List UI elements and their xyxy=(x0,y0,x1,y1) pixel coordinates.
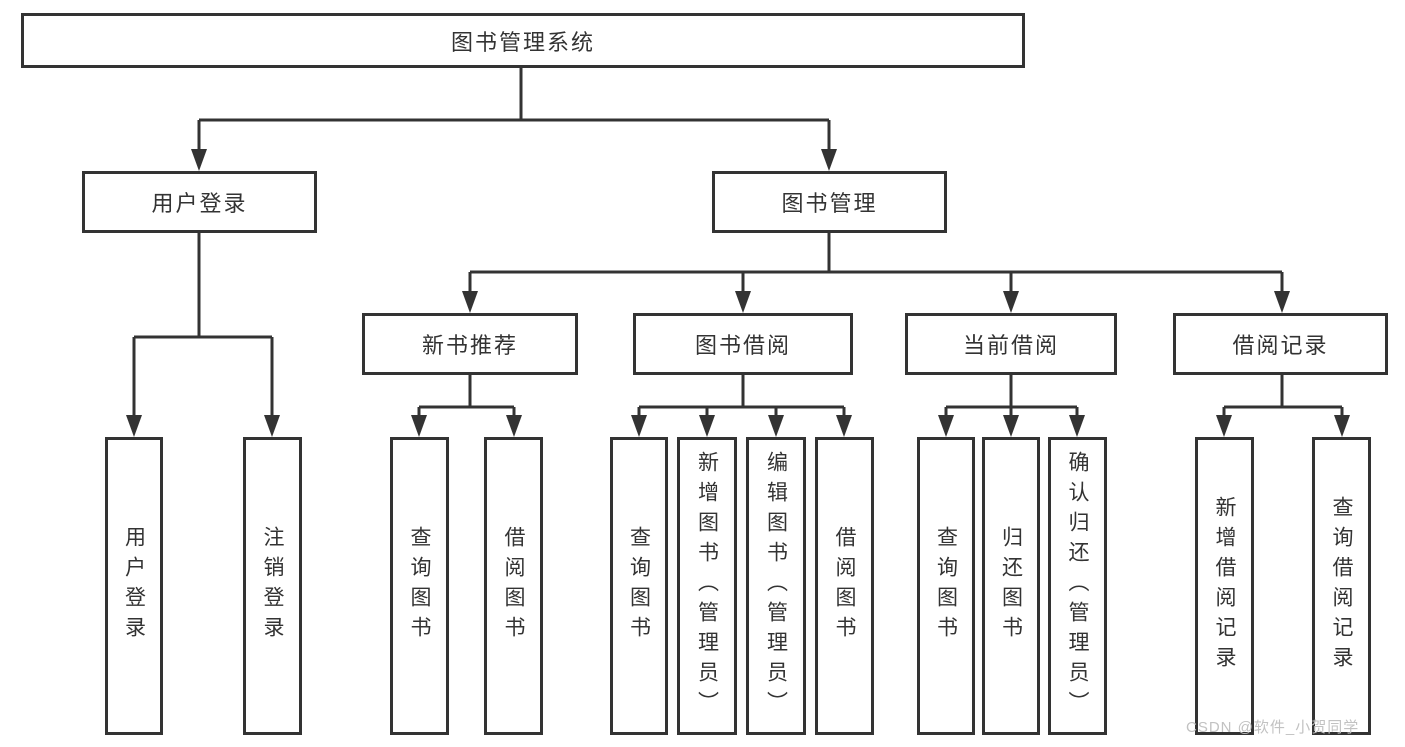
node-label: 查询图书 xyxy=(408,526,431,646)
node-label: 查询图书 xyxy=(627,526,651,646)
node-label: 图书管理系统 xyxy=(450,29,595,55)
node-label: 新增图书（管理员） xyxy=(695,451,719,721)
leaf-edit-books-admin: 编辑图书（管理员） xyxy=(746,437,806,735)
leaf-return-books: 归还图书 xyxy=(982,437,1040,735)
node-book-management: 图书管理 xyxy=(712,171,947,233)
node-book-borrowing: 图书借阅 xyxy=(633,313,853,375)
leaf-add-borrow-record: 新增借阅记录 xyxy=(1195,437,1254,735)
node-borrowing-records: 借阅记录 xyxy=(1173,313,1388,375)
node-label: 注销登录 xyxy=(261,526,284,646)
node-label: 借阅图书 xyxy=(833,526,856,646)
node-label: 图书管理 xyxy=(781,191,878,216)
leaf-confirm-return-admin: 确认归还（管理员） xyxy=(1048,437,1107,735)
node-label: 确认归还（管理员） xyxy=(1066,451,1089,721)
node-label: 借阅图书 xyxy=(502,526,525,646)
node-label: 查询借阅记录 xyxy=(1330,496,1353,676)
csdn-watermark: CSDN @软件_小贺同学 xyxy=(1186,719,1360,736)
leaf-query-borrow-record: 查询借阅记录 xyxy=(1312,437,1371,735)
leaf-newbook-query-books: 查询图书 xyxy=(390,437,449,735)
leaf-user-login: 用户登录 xyxy=(105,437,163,735)
node-label: 新书推荐 xyxy=(421,333,518,358)
leaf-logout: 注销登录 xyxy=(243,437,302,735)
leaf-borrowing-borrow-books: 借阅图书 xyxy=(815,437,874,735)
node-library-system: 图书管理系统 xyxy=(21,13,1025,68)
node-label: 编辑图书（管理员） xyxy=(764,451,788,721)
node-label: 当前借阅 xyxy=(962,333,1059,358)
node-label: 借阅记录 xyxy=(1232,333,1329,358)
node-label: 用户登录 xyxy=(151,191,248,216)
leaf-current-query-books: 查询图书 xyxy=(917,437,975,735)
node-label: 归还图书 xyxy=(999,526,1023,646)
node-new-book-recommend: 新书推荐 xyxy=(362,313,578,375)
node-label: 新增借阅记录 xyxy=(1213,496,1236,676)
node-user-login: 用户登录 xyxy=(82,171,317,233)
leaf-add-books-admin: 新增图书（管理员） xyxy=(677,437,737,735)
node-label: 查询图书 xyxy=(934,526,958,646)
leaf-borrowing-query-books: 查询图书 xyxy=(610,437,668,735)
leaf-newbook-borrow-books: 借阅图书 xyxy=(484,437,543,735)
node-label: 用户登录 xyxy=(122,526,146,646)
node-current-borrowing: 当前借阅 xyxy=(905,313,1117,375)
node-label: 图书借阅 xyxy=(694,333,791,358)
